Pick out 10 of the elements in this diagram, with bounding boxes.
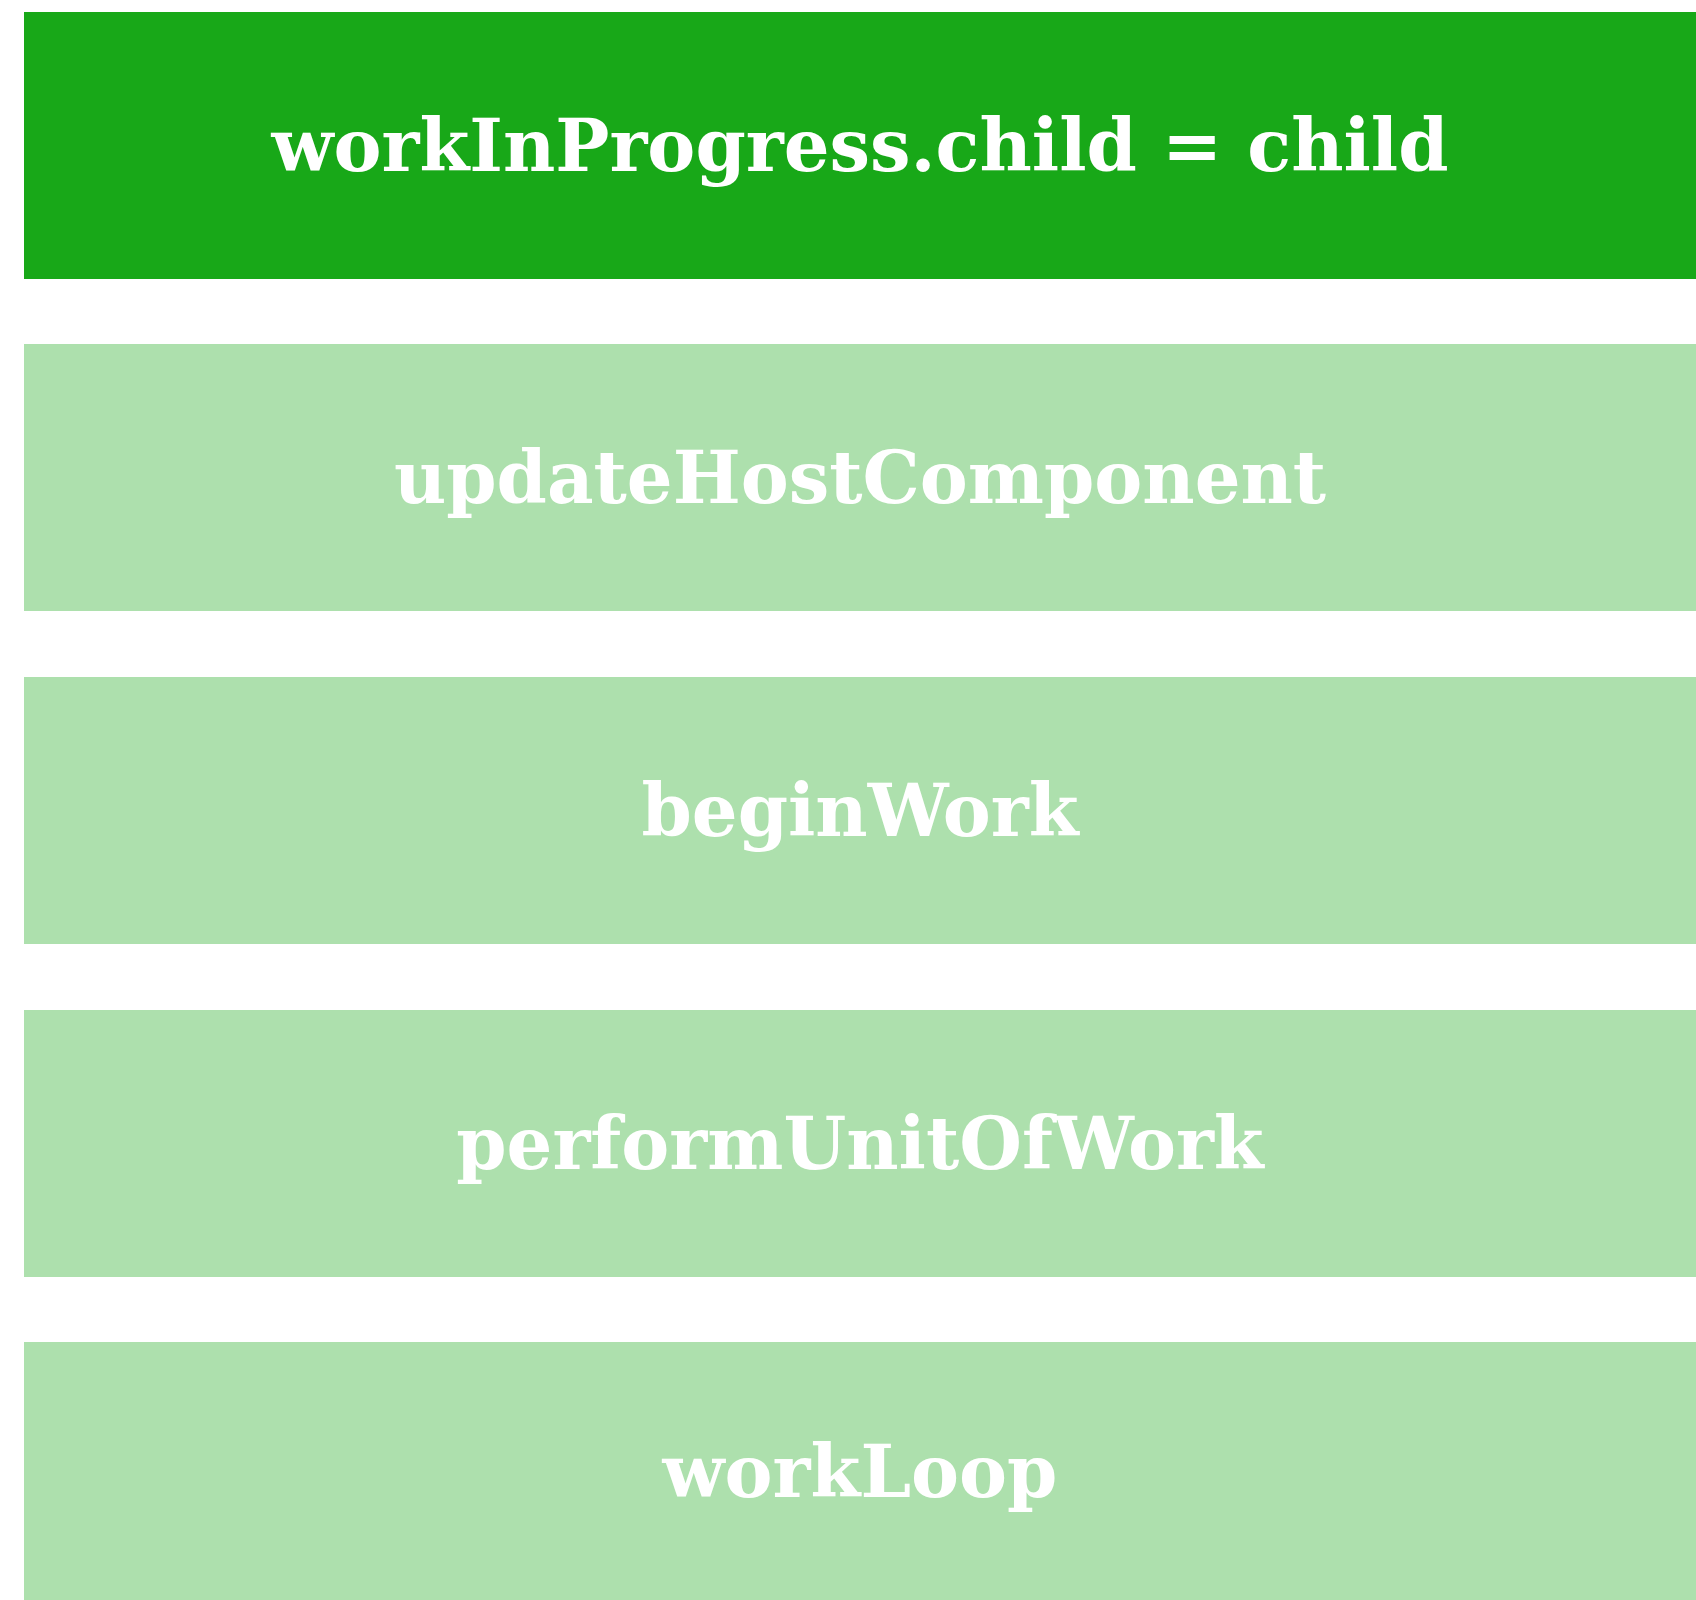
function-name: beginWork — [641, 768, 1079, 853]
function-name: workInProgress.child = child — [271, 103, 1449, 188]
function-name: updateHostComponent — [393, 435, 1327, 520]
stack-frame — [24, 12, 1696, 279]
function-name: performUnitOfWork — [456, 1101, 1264, 1186]
stack-frame — [24, 344, 1696, 611]
stack-frame — [24, 1010, 1696, 1277]
function-name: workLoop — [662, 1428, 1058, 1514]
stack-frame — [24, 1342, 1696, 1600]
stack-frame — [24, 677, 1696, 944]
